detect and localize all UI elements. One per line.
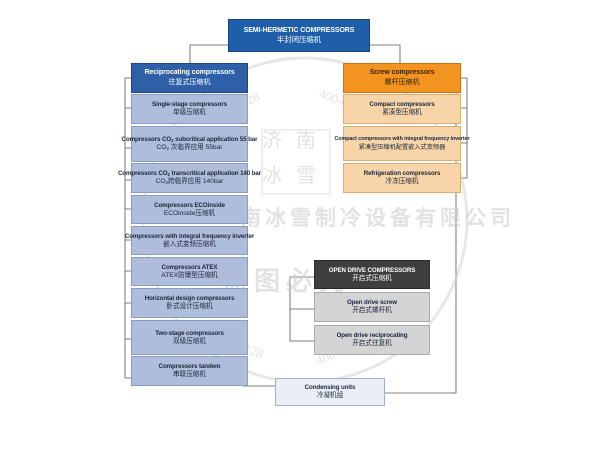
item-label-zh: 串联压缩机	[173, 371, 206, 379]
item-label-zh: 开启式往复机	[352, 340, 392, 348]
open-drive-title-en: OPEN DRIVE COMPRESSORS	[328, 266, 416, 274]
open-drive-compressors-header: OPEN DRIVE COMPRESSORS 开启式压缩机	[314, 260, 430, 289]
screw-item-refrigeration: Refrigeration compressors 冷冻压缩机	[343, 163, 461, 193]
reciprocating-item-tandem: Compressors tandem 串联压缩机	[131, 356, 248, 386]
item-label-zh: 冷冻压缩机	[385, 178, 419, 186]
screw-item-compact: Compact compressors 紧凑型压缩机	[343, 94, 461, 124]
item-label-zh: 紧凑型压缩机配置嵌入式变频器	[358, 143, 446, 151]
item-label-zh: ATEX防爆型压缩机	[161, 271, 218, 279]
item-label-en: Horizontal design compressors	[144, 295, 235, 303]
item-label-en: Compressors with integral frequency inve…	[124, 232, 255, 240]
reciprocating-item-horizontal-design: Horizontal design compressors 卧式设计压缩机	[131, 288, 248, 318]
item-label-en: Two-stage compressors	[155, 329, 224, 337]
reciprocating-item-single-stage: Single-stage compressors 单级压缩机	[131, 94, 248, 124]
reciprocating-item-frequency-inverter: Compressors with integral frequency inve…	[125, 226, 254, 255]
item-label-zh: 开启式螺杆机	[352, 307, 392, 315]
root-title-zh: 半封闭压缩机	[276, 34, 322, 44]
condensing-title-en: Condensing units	[304, 384, 356, 392]
connector-screw-bus	[461, 77, 468, 179]
reciprocating-item-co2-transcritical: Compressors CO2 transcritical applicatio…	[118, 163, 261, 193]
item-label-zh: 卧式设计压缩机	[166, 303, 213, 311]
item-label-en: Compressors ECOinside	[154, 201, 225, 209]
item-label-zh: 嵌入式变频压缩机	[163, 240, 216, 248]
reciprocating-compressors-header: Reciprocating compressors 往复式压缩机	[131, 63, 248, 93]
open-drive-title-zh: 开启式压缩机	[352, 274, 392, 282]
screw-item-compact-inverter: Compact compressors with integral freque…	[335, 126, 470, 161]
item-label-en: Open drive screw	[347, 299, 397, 307]
item-label-en: Refrigeration compressors	[363, 170, 441, 178]
item-label-en: Open drive reciprocating	[336, 332, 408, 340]
reciprocating-item-two-stage: Two-stage compressors 双级压缩机	[131, 320, 248, 355]
item-label-en: Compressors CO2 transcritical applicatio…	[117, 170, 262, 178]
reciprocating-title-zh: 往复式压缩机	[168, 78, 211, 86]
item-label-en: Single-stage compressors	[152, 101, 227, 109]
item-label-en: Compressors ATEX	[161, 263, 218, 271]
root-title-en: SEMI-HERMETIC COMPRESSORS	[243, 26, 355, 34]
item-label-zh: 紧凑型压缩机	[382, 109, 422, 117]
screw-compressors-header: Screw compressors 螺杆压缩机	[343, 63, 461, 93]
condensing-title-zh: 冷凝机组	[316, 392, 344, 400]
open-drive-item-reciprocating: Open drive reciprocating 开启式往复机	[314, 325, 430, 355]
root-semi-hermetic-compressors: SEMI-HERMETIC COMPRESSORS 半封闭压缩机	[228, 19, 370, 52]
item-label-zh: CO2跨临界应用 140bar	[155, 178, 224, 186]
connector-open-drive-bus	[289, 276, 315, 342]
reciprocating-title-en: Reciprocating compressors	[144, 69, 235, 77]
reciprocating-item-co2-subcritical: Compressors CO2 subcritical application …	[122, 126, 258, 162]
reciprocating-item-ecoinside: Compressors ECOinside ECOinside压缩机	[131, 195, 248, 224]
item-label-en: Compressors tandem	[158, 363, 221, 371]
connector-reciprocating-bus	[124, 77, 131, 379]
item-label-en: Compressors CO2 subcritical application …	[121, 136, 258, 144]
item-label-zh: ECOinside压缩机	[163, 209, 216, 217]
item-label-en: Compact compressors	[369, 101, 435, 109]
screw-title-zh: 螺杆压缩机	[384, 78, 420, 86]
open-drive-item-screw: Open drive screw 开启式螺杆机	[314, 292, 430, 322]
item-label-en: Compact compressors with integral freque…	[334, 136, 470, 143]
screw-title-en: Screw compressors	[369, 69, 435, 77]
condensing-units: Condensing units 冷凝机组	[275, 378, 385, 406]
item-label-zh: CO2 次临界应用 55bar	[156, 144, 223, 152]
reciprocating-item-atex: Compressors ATEX ATEX防爆型压缩机	[131, 257, 248, 286]
item-label-zh: 双级压缩机	[173, 337, 206, 345]
item-label-zh: 单级压缩机	[173, 109, 206, 117]
